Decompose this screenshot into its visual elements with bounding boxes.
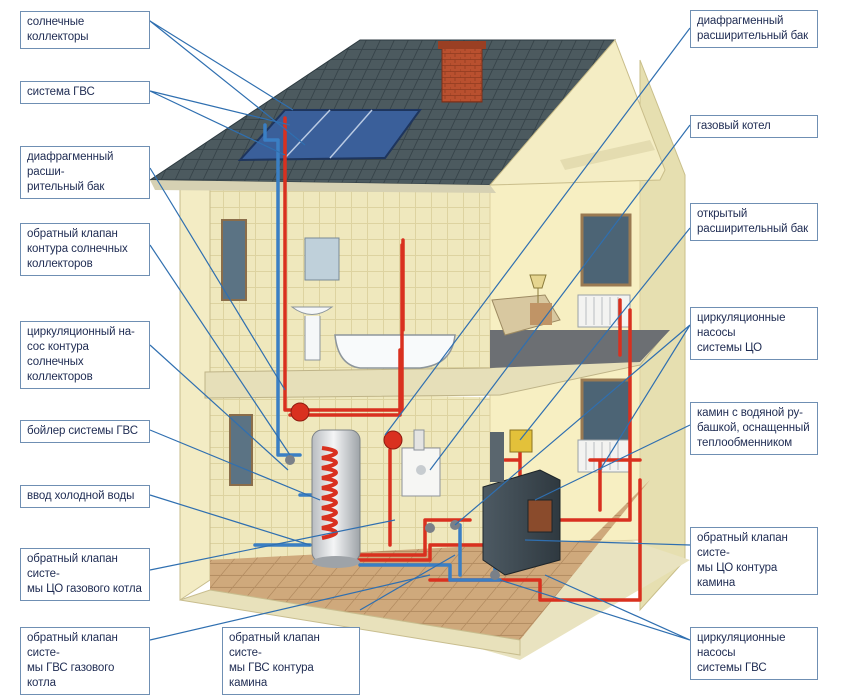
open-expansion-tank-icon — [509, 429, 533, 453]
pump-icon-4 — [490, 570, 500, 580]
label-membrane-tank-left: диафрагменный расши- рительный бак — [20, 146, 150, 199]
label-circ-pump-solar: циркуляционный на- сос контура солнечных… — [20, 321, 150, 389]
ground-floor-front — [179, 589, 521, 656]
window-upper-left — [221, 219, 247, 301]
chimney-cap — [438, 41, 486, 49]
heating-system-diagram — [148, 20, 691, 660]
window-lower-left — [229, 414, 253, 486]
label-circ-pumps-heating: циркуляционные насосы системы ЦО — [690, 307, 818, 360]
roof-edge — [150, 180, 496, 193]
label-solar-collectors: солнечные коллекторы — [20, 11, 150, 49]
hot-pipe-heating — [543, 298, 642, 522]
upper-floor — [490, 330, 670, 368]
label-open-expansion-tank: открытый расширительный бак — [690, 203, 818, 241]
lamp — [529, 274, 547, 303]
label-check-valve-heating-fireplace: обратный клапан систе- мы ЦО контура кам… — [690, 527, 818, 595]
bathtub — [334, 334, 456, 369]
label-dhw-system: система ГВС — [20, 81, 150, 104]
fireplace — [482, 429, 561, 576]
gas-boiler — [401, 429, 441, 497]
membrane-tank-left-icon — [290, 402, 310, 422]
cold-pipe-solar-return — [263, 123, 302, 457]
window-lower-right — [580, 378, 632, 452]
pump-icon-1 — [285, 455, 295, 465]
label-gas-boiler: газовый котел — [690, 115, 818, 138]
leader-lines — [149, 20, 691, 641]
label-circ-pumps-dhw: циркуляционные насосы системы ГВС — [690, 627, 818, 680]
label-fireplace: камин с водяной ру- башкой, оснащенный т… — [690, 402, 818, 455]
window-upper-right — [580, 213, 632, 287]
label-membrane-tank-right: диафрагменный расширительный бак — [690, 10, 818, 48]
membrane-tank-right-icon — [383, 430, 403, 450]
chimney — [441, 46, 483, 103]
bathroom-mirror — [304, 237, 340, 281]
cold-pipe-ground — [253, 493, 502, 582]
label-dhw-boiler: бойлер системы ГВС — [20, 420, 150, 443]
label-check-valve-dhw-gas: обратный клапан систе- мы ГВС газового к… — [20, 627, 150, 695]
hot-pipe-ground — [333, 448, 642, 602]
washbasin — [290, 306, 334, 361]
dhw-boiler — [311, 429, 361, 568]
label-check-valve-heating-gas: обратный клапан систе- мы ЦО газового ко… — [20, 548, 150, 601]
pump-icon-2 — [425, 523, 435, 533]
label-check-valve-solar: обратный клапан контура солнечных коллек… — [20, 223, 150, 276]
label-cold-water-inlet: ввод холодной воды — [20, 485, 150, 508]
nightstand — [530, 303, 552, 325]
pipes — [253, 116, 642, 602]
house — [148, 39, 690, 660]
gable-trim — [560, 140, 655, 170]
label-check-valve-dhw-fireplace: обратный клапан систе- мы ГВС контура ка… — [222, 627, 360, 695]
